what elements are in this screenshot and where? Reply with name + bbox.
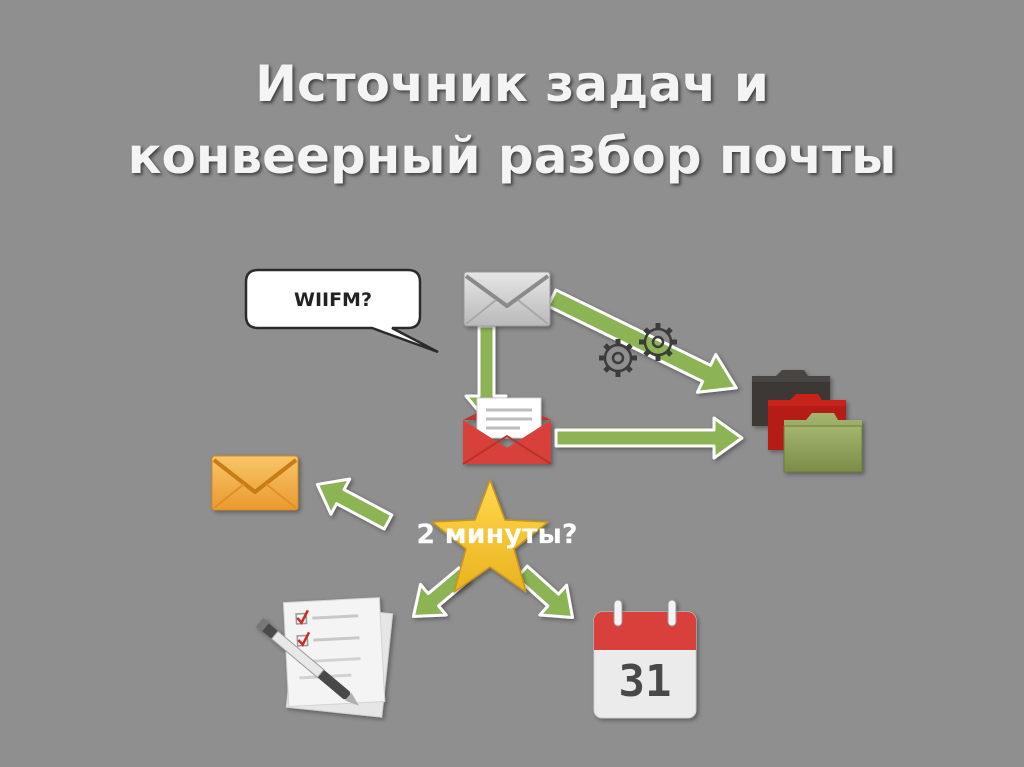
arrow-star-to-orange-envelope [315,477,394,531]
speech-bubble-text: WIIFM? [294,289,372,311]
calendar-day: 31 [619,656,672,707]
arrow-star-to-checklist [411,566,471,618]
open-envelope-icon [462,397,552,465]
envelope-icon [463,271,551,327]
slide-title: Источник задач и конвеерный разбор почты [0,48,1024,192]
checklist-icon [256,597,394,718]
star-icon [431,479,549,593]
orange-envelope-icon [211,455,299,511]
calendar-icon: 31 [593,599,697,719]
star-label: 2 минуты? [416,519,577,550]
arrow-open-envelope-to-folders [554,416,744,460]
arrow-star-to-calendar [515,564,575,620]
title-line-1: Источник задач и [255,55,769,113]
folders-icon [752,370,863,473]
speech-bubble: WIIFM? [244,268,439,354]
gears-icon [599,323,677,377]
title-line-2: конвеерный разбор почты [127,127,897,185]
